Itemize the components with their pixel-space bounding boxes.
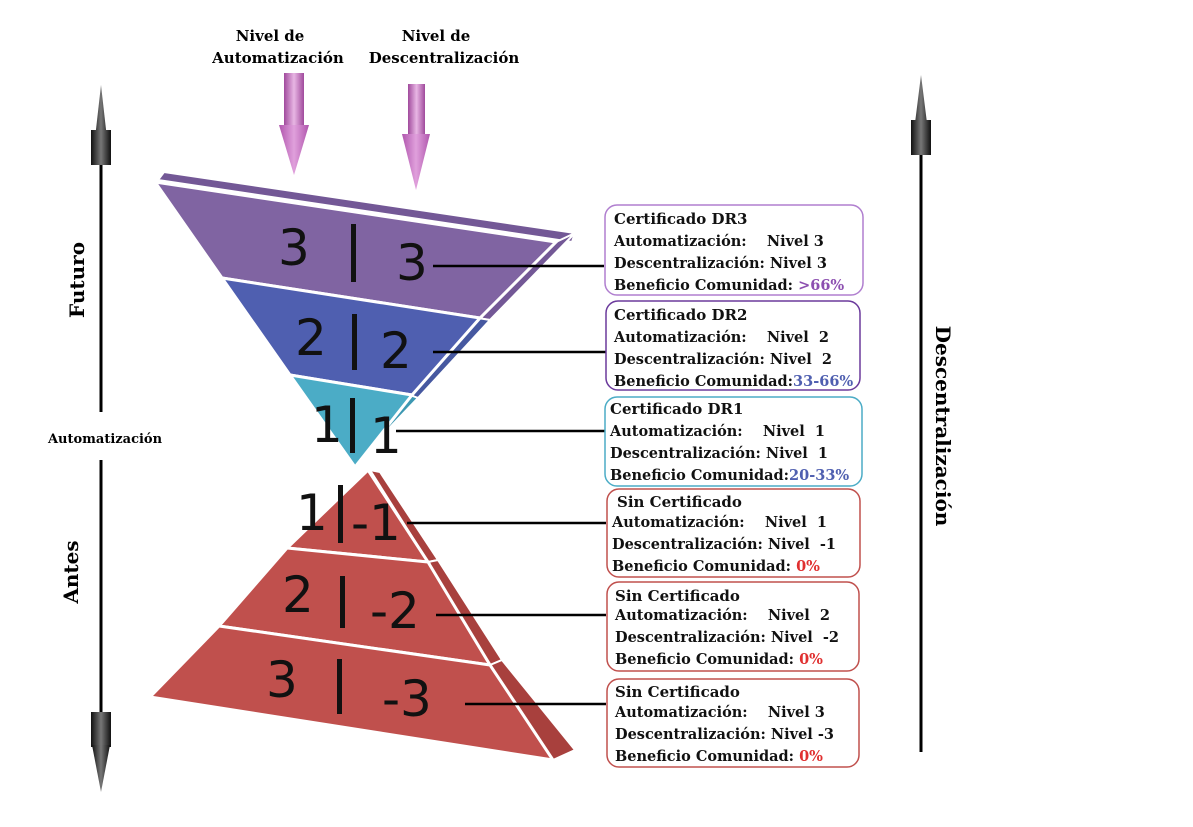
info-box-benefit: Beneficio Comunidad: 0%	[612, 558, 820, 575]
info-box-sc2: Sin Certificado Automatización: Nivel 2 …	[606, 581, 860, 672]
info-box-decentralization: Descentralización: Nivel 1	[610, 445, 828, 462]
layer-sc2-automation: 2	[282, 566, 314, 624]
benefit-label: Beneficio Comunidad:	[610, 467, 789, 484]
decentralization-header-line1: Nivel de	[402, 27, 471, 45]
info-box-decentralization: Descentralización: Nivel -2	[615, 629, 839, 646]
layer-sc3-automation: 3	[266, 651, 298, 709]
inverted-pyramid: 3 3 2 2 1 1	[151, 170, 577, 470]
layer-sc3-decentralization: -3	[382, 670, 432, 728]
connector-lines	[396, 264, 606, 706]
benefit-label: Beneficio Comunidad:	[614, 277, 793, 294]
benefit-value: 0%	[791, 558, 820, 575]
info-box-benefit: Beneficio Comunidad: 0%	[615, 651, 823, 668]
info-box-decentralization: Descentralización: Nivel -3	[615, 726, 834, 743]
info-box-benefit: Beneficio Comunidad:33-66%	[614, 373, 853, 390]
layer-sc2-decentralization: -2	[370, 582, 420, 640]
automation-down-arrow-icon	[279, 73, 309, 175]
decentralization-header: Nivel de Descentralización	[369, 27, 520, 67]
info-box-automation: Automatización: Nivel 3	[613, 233, 824, 250]
benefit-value: 20-33%	[789, 467, 849, 484]
axis-label-automation: Automatización	[47, 432, 163, 447]
layer-dr1-automation: 1	[311, 396, 343, 454]
layer-sc1-decentralization: -1	[351, 494, 401, 552]
layer-dr1-decentralization: 1	[370, 407, 402, 465]
benefit-value: 0%	[794, 748, 823, 765]
info-box-sc3: Sin Certificado Automatización: Nivel 3 …	[606, 678, 860, 768]
benefit-value: >66%	[793, 277, 844, 294]
layer-sc3	[146, 624, 557, 763]
layer-sc1-automation: 1	[296, 484, 328, 542]
info-box-title: Certificado DR3	[614, 210, 747, 228]
info-box-sc1: Sin Certificado Automatización: Nivel 1 …	[606, 488, 861, 578]
info-box-automation: Automatización: Nivel 2	[614, 607, 830, 624]
benefit-label: Beneficio Comunidad:	[612, 558, 791, 575]
info-box-benefit: Beneficio Comunidad: 0%	[615, 748, 823, 765]
info-box-decentralization: Descentralización: Nivel 2	[614, 351, 832, 368]
benefit-label: Beneficio Comunidad:	[615, 651, 794, 668]
info-box-benefit: Beneficio Comunidad: >66%	[614, 277, 844, 294]
decentralization-header-line2: Descentralización	[369, 49, 520, 67]
info-box-decentralization: Descentralización: Nivel -1	[612, 536, 836, 553]
info-box-automation: Automatización: Nivel 2	[613, 329, 829, 346]
axis-label-decentralization: Descentralización	[931, 326, 955, 527]
layer-dr3-decentralization: 3	[396, 234, 428, 292]
benefit-value: 0%	[794, 651, 823, 668]
info-box-dr3: Certificado DR3 Automatización: Nivel 3 …	[604, 204, 864, 296]
axis-label-before: Antes	[59, 540, 83, 604]
info-box-benefit: Beneficio Comunidad:20-33%	[610, 467, 849, 484]
benefit-label: Beneficio Comunidad:	[615, 748, 794, 765]
info-box-decentralization: Descentralización: Nivel 3	[614, 255, 827, 272]
info-box-automation: Automatización: Nivel 1	[609, 423, 825, 440]
layer-dr2-decentralization: 2	[380, 322, 412, 380]
layer-dr3-automation: 3	[278, 219, 310, 277]
down-arrow-icon	[92, 745, 110, 792]
info-box-title: Sin Certificado	[617, 493, 742, 511]
axis-label-future: Futuro	[65, 242, 89, 318]
automation-header-line2: Automatización	[211, 49, 344, 67]
right-axis: Descentralización	[911, 75, 955, 752]
info-box-title: Certificado DR1	[610, 400, 743, 418]
benefit-value: 33-66%	[793, 373, 853, 390]
info-box-title: Certificado DR2	[614, 306, 747, 324]
automation-header-line1: Nivel de	[236, 27, 305, 45]
upright-pyramid: 1 -1 2 -2 3 -3	[146, 467, 577, 763]
decentralization-down-arrow-icon	[402, 84, 430, 190]
benefit-label: Beneficio Comunidad:	[614, 373, 793, 390]
info-box-title: Sin Certificado	[615, 683, 740, 701]
info-box-automation: Automatización: Nivel 1	[611, 514, 827, 531]
layer-dr2-automation: 2	[295, 309, 327, 367]
left-axis: Futuro Automatización Antes	[47, 85, 163, 792]
info-box-automation: Automatización: Nivel 3	[614, 704, 825, 721]
info-box-title: Sin Certificado	[615, 587, 740, 605]
info-box-dr1: Certificado DR1 Automatización: Nivel 1 …	[604, 396, 863, 487]
automation-header: Nivel de Automatización	[211, 27, 344, 67]
info-box-dr2: Certificado DR2 Automatización: Nivel 2 …	[605, 300, 861, 391]
